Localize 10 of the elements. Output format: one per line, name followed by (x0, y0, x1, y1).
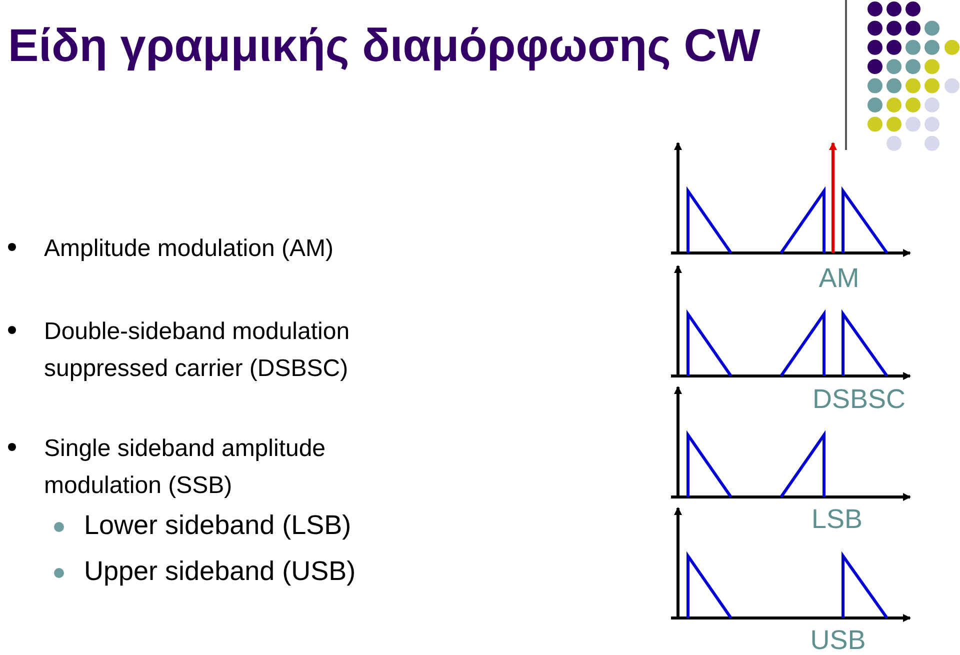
bullet-text: Lower sideband (LSB) (84, 509, 352, 542)
bullet-text: Single sideband amplitude modulation (SSB) (44, 434, 327, 501)
spectrum-label: AM (818, 262, 860, 294)
spectrum-label: LSB (811, 503, 863, 535)
slide-title: Είδη γραμμικής διαμόρφωσης CW (8, 18, 762, 73)
spectrum-label: USB (810, 624, 866, 655)
bullet-text: Upper sideband (USB) (84, 555, 357, 588)
spectrum-label: DSBSC (812, 383, 906, 415)
bullet-text: Amplitude modulation (AM) (44, 234, 334, 264)
bullet-text: Double-sideband modulation suppressed carrier (DSBSC) (44, 317, 351, 384)
